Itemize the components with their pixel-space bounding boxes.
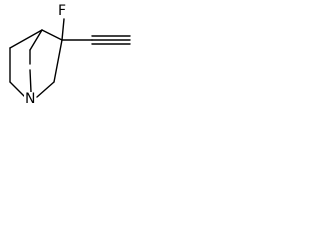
bond-drawing [9, 18, 131, 98]
bond-c6-n [9, 81, 26, 98]
molecule-structure: F N [0, 0, 156, 112]
bond-c2-c3 [53, 39, 63, 83]
bond-c2-f [61, 18, 65, 41]
atom-label-nitrogen: N [24, 91, 37, 107]
atom-label-fluorine: F [57, 3, 68, 19]
bond-c1-c7 [29, 29, 43, 51]
bond-c8-n [29, 69, 32, 93]
bond-c1-c2 [41, 29, 63, 41]
bond-c1-c5 [9, 29, 43, 49]
bond-c3-n [36, 81, 55, 98]
